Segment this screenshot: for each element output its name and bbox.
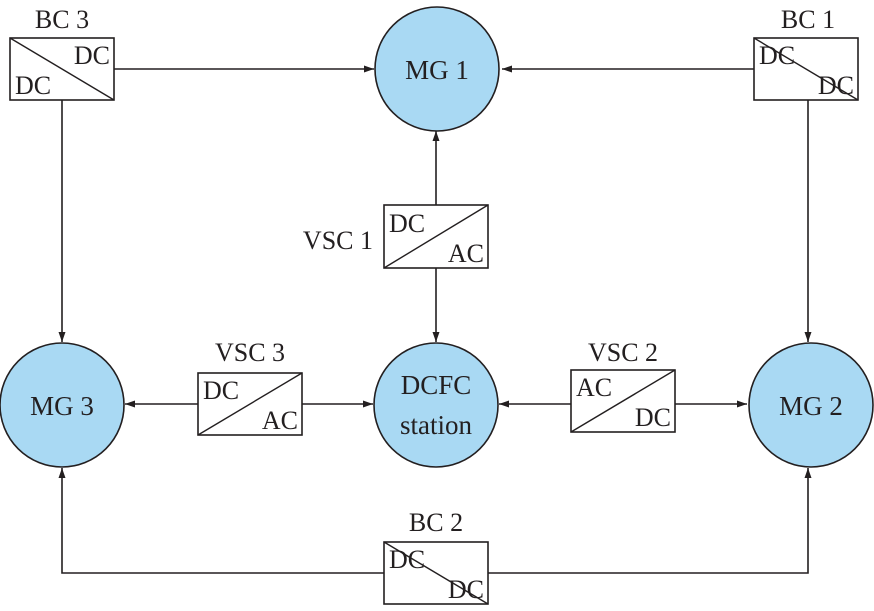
converter-bc3-bottom: DC	[15, 71, 51, 100]
converter-vsc1: VSC 1 DC AC	[303, 204, 489, 269]
node-mg3-label: MG 3	[30, 391, 94, 421]
converter-bc2-top: DC	[389, 545, 425, 574]
node-mg3: MG 3	[0, 342, 125, 468]
node-mg2: MG 2	[748, 342, 874, 468]
converter-vsc3: VSC 3 DC AC	[197, 338, 303, 436]
edge-bc2-to-mg2	[488, 468, 812, 574]
converter-bc3: BC 3 DC DC	[9, 5, 115, 101]
converter-bc3-top: DC	[74, 41, 110, 70]
converter-vsc1-bottom: AC	[448, 239, 484, 268]
converter-bc1-name: BC 1	[781, 5, 835, 34]
connections	[58, 65, 812, 574]
node-mg1: MG 1	[374, 6, 500, 132]
converter-vsc3-bottom: AC	[262, 406, 298, 435]
converter-vsc1-top: DC	[389, 209, 425, 238]
converter-bc3-name: BC 3	[35, 5, 89, 34]
node-dcfc-label-line1: DCFC	[401, 370, 472, 400]
converter-vsc2-top: AC	[576, 373, 612, 402]
converter-vsc2-bottom: DC	[635, 403, 671, 432]
converter-bc2: BC 2 DC DC	[383, 508, 489, 605]
converter-vsc2-name: VSC 2	[588, 338, 658, 367]
converter-vsc3-top: DC	[203, 376, 239, 405]
node-dcfc-station: DCFC station	[373, 342, 499, 468]
node-mg1-label: MG 1	[405, 55, 469, 85]
converter-bc2-name: BC 2	[409, 508, 463, 537]
converter-bc1: BC 1 DC DC	[753, 5, 859, 101]
converter-bc1-bottom: DC	[818, 71, 854, 100]
converter-bc2-bottom: DC	[448, 575, 484, 604]
converter-vsc1-name: VSC 1	[303, 226, 373, 255]
node-dcfc-label-line2: station	[400, 410, 472, 440]
node-mg2-label: MG 2	[779, 391, 843, 421]
converter-vsc2: VSC 2 AC DC	[570, 338, 676, 433]
converter-bc1-top: DC	[759, 41, 795, 70]
edge-bc2-to-mg3	[58, 468, 384, 574]
converter-vsc3-name: VSC 3	[215, 338, 285, 367]
